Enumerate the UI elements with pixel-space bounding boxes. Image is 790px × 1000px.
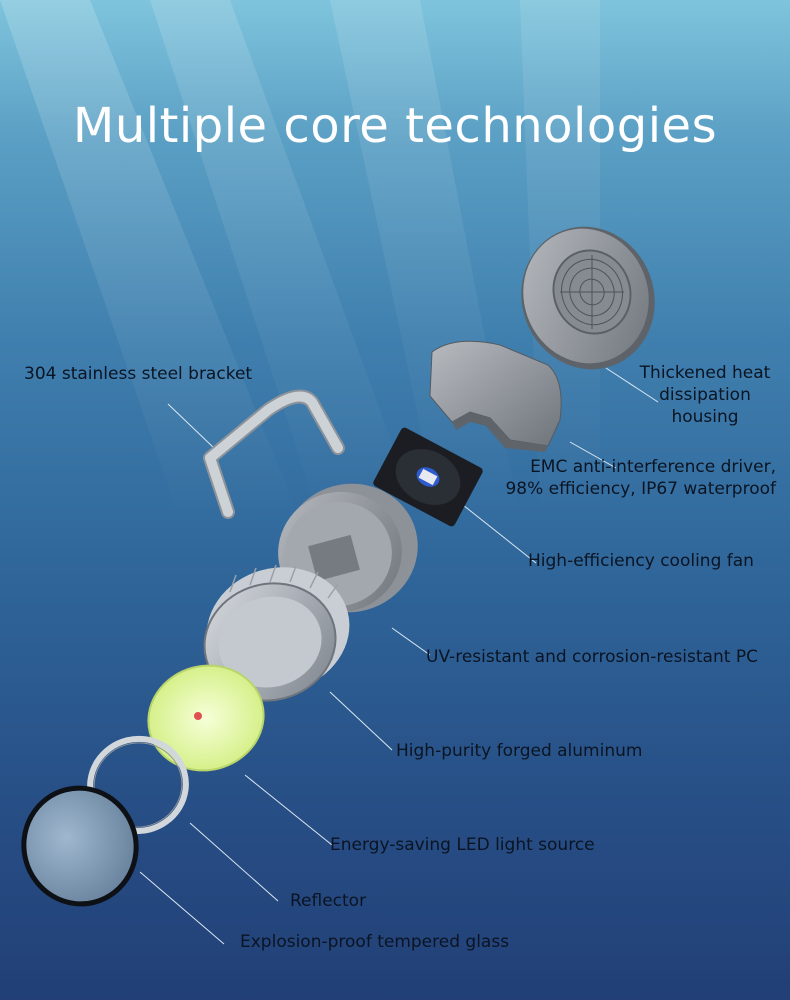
label-pc: UV-resistant and corrosion-resistant PC xyxy=(426,647,758,667)
leader-lines xyxy=(139,367,659,945)
label-housing: Thickened heat dissipation housing xyxy=(630,362,780,428)
tempered-glass xyxy=(21,785,139,907)
label-led: Energy-saving LED light source xyxy=(330,835,595,855)
label-glass: Explosion-proof tempered glass xyxy=(240,932,510,952)
label-housing-line1: Thickened heat xyxy=(639,363,771,383)
label-housing-line2: dissipation xyxy=(659,385,751,405)
steel-bracket xyxy=(203,389,345,519)
cooling-fan xyxy=(373,427,483,527)
label-bracket: 304 stainless steel bracket xyxy=(24,364,253,384)
label-fan: High-efficiency cooling fan xyxy=(528,551,754,571)
heat-dissipation-housing xyxy=(521,226,655,370)
label-driver-line2: 98% efficiency, IP67 waterproof xyxy=(505,479,776,499)
label-housing-line3: housing xyxy=(671,407,739,427)
emc-driver-box xyxy=(429,340,562,452)
led-light-board xyxy=(147,664,265,772)
aluminum-heatsink xyxy=(203,564,350,702)
label-driver-line1: EMC anti-interference driver, xyxy=(530,457,776,477)
label-reflector: Reflector xyxy=(290,891,367,911)
label-aluminum: High-purity forged aluminum xyxy=(396,741,643,761)
label-driver: EMC anti-interference driver, 98% effici… xyxy=(486,456,776,500)
page-title: Multiple core technologies xyxy=(72,98,718,154)
